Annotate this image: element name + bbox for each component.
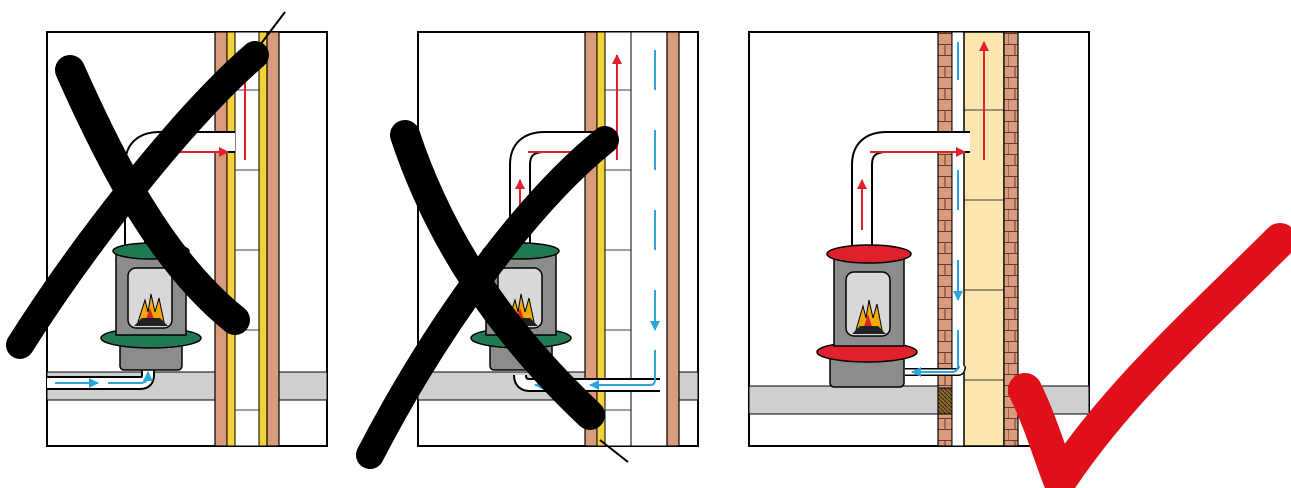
air-inlet-grille (938, 388, 952, 414)
panel-1 (20, 12, 327, 446)
concentric-chimney (938, 32, 1018, 446)
panel-3 (749, 32, 1288, 480)
panel-2 (370, 32, 698, 462)
